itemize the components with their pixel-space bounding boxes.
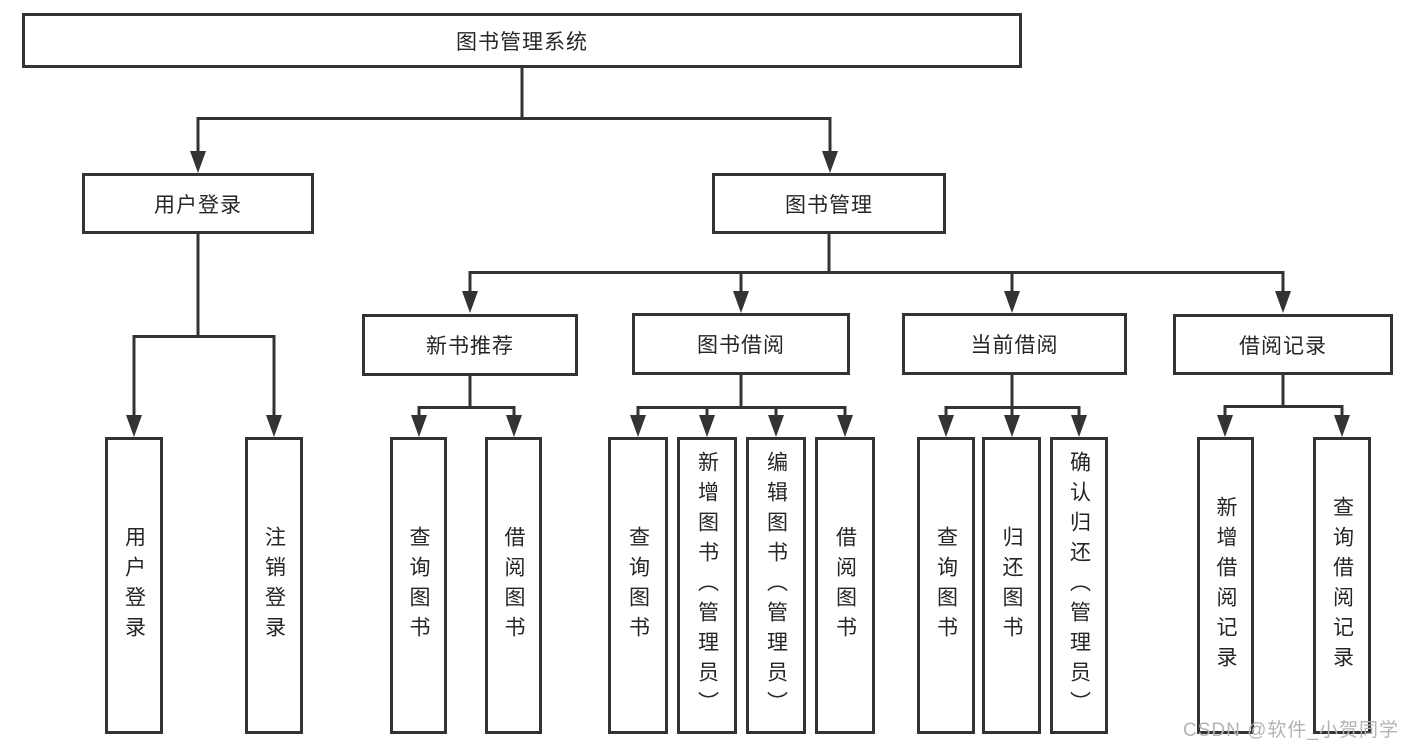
leaf-logout-label: 注销登录	[262, 525, 286, 646]
node-borrow-records-label: 借阅记录	[1239, 334, 1327, 358]
leaf-add-books-admin: 新增图书（管理员）	[677, 437, 737, 734]
connector-root-to-level2	[190, 68, 838, 173]
csdn-watermark: CSDN @软件_小贺同学	[1183, 720, 1399, 741]
leaf-user-login-label: 用户登录	[122, 525, 146, 646]
connector-book-borrow-to-leaves	[630, 374, 853, 437]
leaf-return-books: 归还图书	[982, 437, 1041, 734]
node-borrow-records: 借阅记录	[1173, 314, 1393, 375]
leaf-add-borrow-record: 新增借阅记录	[1197, 437, 1254, 734]
node-new-book-recommend-label: 新书推荐	[426, 335, 514, 358]
leaf-search-books-recommend-label: 查询图书	[407, 525, 430, 646]
leaf-edit-books-admin-label: 编辑图书（管理员）	[764, 450, 788, 721]
connector-borrow-records-to-leaves	[1217, 374, 1350, 437]
leaf-user-login: 用户登录	[105, 437, 163, 734]
connector-user-login-to-leaves	[126, 234, 282, 437]
node-user-login-branch-label: 用户登录	[154, 193, 242, 217]
leaf-add-books-admin-label: 新增图书（管理员）	[695, 450, 719, 721]
leaf-search-books-current-label: 查询图书	[934, 525, 958, 646]
node-new-book-recommend: 新书推荐	[362, 314, 578, 376]
leaf-add-borrow-record-label: 新增借阅记录	[1214, 495, 1237, 676]
leaf-confirm-return-admin-label: 确认归还（管理员）	[1067, 450, 1091, 721]
node-book-management-branch-label: 图书管理	[785, 193, 873, 217]
leaf-borrow-books-recommend-label: 借阅图书	[502, 525, 525, 646]
leaf-borrow-books: 借阅图书	[815, 437, 875, 734]
node-book-borrow-label: 图书借阅	[697, 334, 785, 357]
leaf-logout: 注销登录	[245, 437, 303, 734]
leaf-search-books-borrow-label: 查询图书	[626, 525, 650, 646]
node-library-management-system-label: 图书管理系统	[456, 30, 588, 54]
node-current-borrow-label: 当前借阅	[970, 334, 1059, 357]
node-user-login-branch: 用户登录	[82, 173, 314, 234]
leaf-edit-books-admin: 编辑图书（管理员）	[746, 437, 806, 734]
leaf-return-books-label: 归还图书	[1000, 525, 1023, 646]
node-current-borrow: 当前借阅	[902, 313, 1127, 375]
leaf-borrow-books-recommend: 借阅图书	[485, 437, 542, 734]
connector-new-book-to-leaves	[411, 376, 522, 437]
node-book-management-branch: 图书管理	[712, 173, 946, 234]
connector-book-management-to-level3	[462, 234, 1291, 313]
leaf-borrow-books-label: 借阅图书	[833, 525, 857, 646]
leaf-confirm-return-admin: 确认归还（管理员）	[1050, 437, 1108, 734]
leaf-search-books-borrow: 查询图书	[608, 437, 668, 734]
node-library-management-system: 图书管理系统	[22, 13, 1022, 68]
connector-current-borrow-to-leaves	[938, 375, 1087, 437]
leaf-search-borrow-record-label: 查询借阅记录	[1330, 495, 1354, 676]
leaf-search-books-current: 查询图书	[917, 437, 975, 734]
leaf-search-books-recommend: 查询图书	[390, 437, 447, 734]
node-book-borrow: 图书借阅	[632, 313, 850, 375]
leaf-search-borrow-record: 查询借阅记录	[1313, 437, 1371, 734]
